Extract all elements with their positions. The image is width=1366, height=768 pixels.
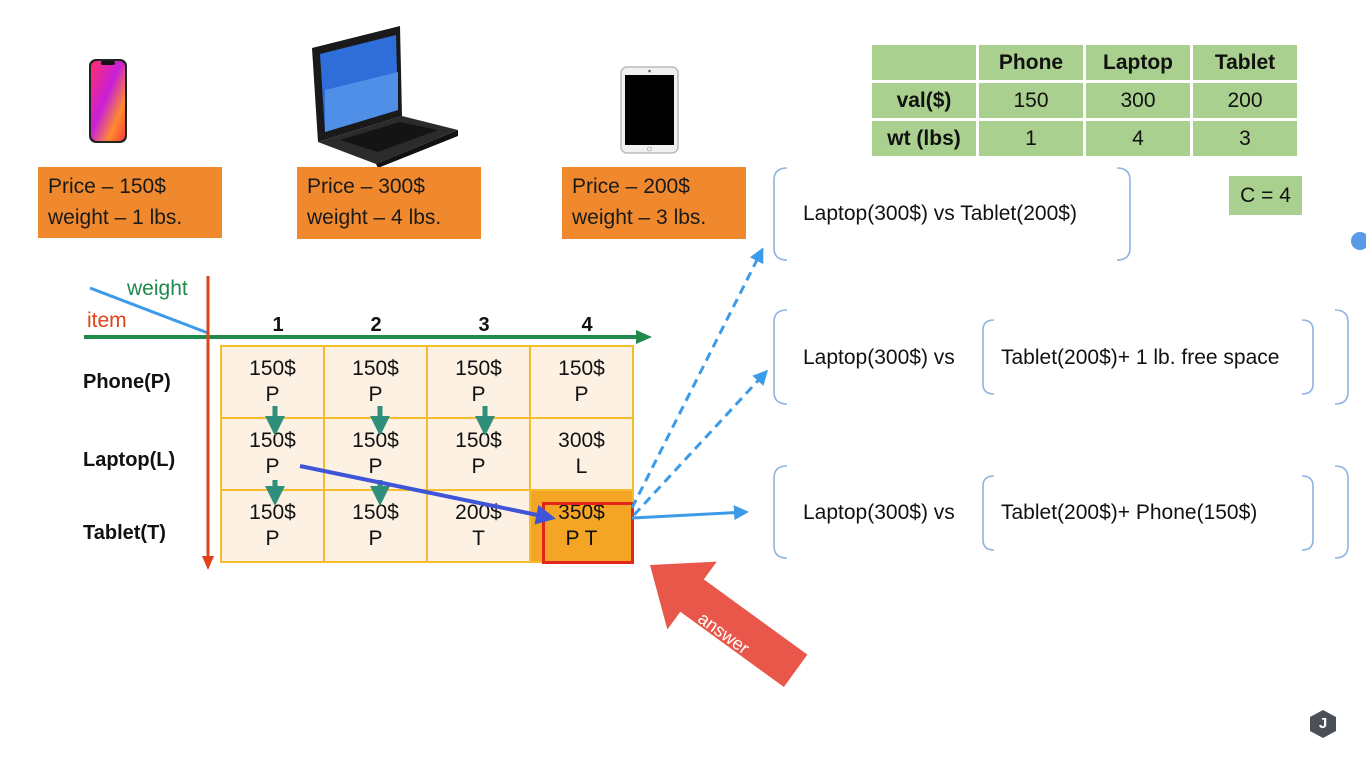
dp-cell: 150$ P: [220, 345, 325, 419]
item-table-cell: 200: [1190, 80, 1300, 121]
hexagon-icon: [1310, 710, 1336, 738]
phone-weight-text: weight – 1 lbs.: [48, 206, 183, 229]
tablet-image: [620, 66, 679, 154]
dp-row: 150$ P 150$ P 150$ P 150$ P: [220, 345, 634, 419]
dp-cell: 200$ T: [426, 489, 531, 563]
dp-cell-value: 150$: [455, 357, 502, 380]
item-table-row-label: wt (lbs): [869, 118, 979, 159]
dp-cell-items: P T: [565, 527, 598, 550]
dp-cell-items: P: [368, 527, 383, 550]
dp-cell: 150$ P: [426, 345, 531, 419]
dp-cell-items: T: [472, 527, 485, 550]
dp-cell-items: P: [265, 383, 280, 406]
item-table-cell: 150: [976, 80, 1086, 121]
axis-weight-label: weight: [127, 277, 188, 300]
diagonal-divider: [89, 286, 209, 335]
dp-cell-value: 150$: [455, 429, 502, 452]
laptop-price-text: Price – 300$: [307, 175, 425, 198]
column-header: 2: [370, 314, 382, 336]
dp-cell-items: P: [265, 527, 280, 550]
comparison-text-1: Laptop(300$) vs Tablet(200$): [803, 202, 1077, 225]
dp-cell: 150$ P: [323, 489, 428, 563]
item-table-header: Tablet: [1190, 42, 1300, 83]
item-table-cell: 1: [976, 118, 1086, 159]
item-table-row-label: val($): [869, 80, 979, 121]
item-value-weight-table: Phone Laptop Tablet val($) 150 300 200 w…: [869, 42, 1300, 159]
dp-cell-value: 150$: [249, 357, 296, 380]
dp-cell-items: P: [368, 383, 383, 406]
side-handle-icon[interactable]: [1351, 232, 1366, 250]
tablet-price-text: Price – 200$: [572, 175, 690, 198]
dp-cell-items: P: [368, 455, 383, 478]
weight-axis-arrowhead: [636, 330, 652, 344]
dp-cell-value: 150$: [352, 501, 399, 524]
comparison-text-2-right: Tablet(200$)+ 1 lb. free space: [1001, 346, 1280, 369]
dp-cell-value: 150$: [352, 429, 399, 452]
column-header: 3: [478, 314, 490, 336]
dp-cell-value: 300$: [558, 429, 605, 452]
column-header: 4: [581, 314, 593, 336]
item-table-corner: [869, 42, 979, 83]
comparison-text-3-left: Laptop(300$) vs: [803, 501, 955, 524]
item-axis-arrowhead: [202, 556, 214, 570]
laptop-image: [312, 26, 458, 168]
phone-image: [89, 59, 127, 143]
dp-cell: 150$ P: [323, 345, 428, 419]
dp-cell: 150$ P: [220, 489, 325, 563]
row-label-tablet: Tablet(T): [83, 522, 166, 544]
dp-cell: 150$ P: [426, 417, 531, 491]
dp-cell-value: 150$: [352, 357, 399, 380]
watermark-badge: J: [1308, 709, 1338, 739]
item-table-cell: 300: [1083, 80, 1193, 121]
dp-cell-items: L: [575, 455, 588, 478]
phone-price-box: Price – 150$ weight – 1 lbs.: [38, 167, 222, 238]
dp-cell: 300$ L: [529, 417, 634, 491]
dp-cell-items: P: [471, 383, 486, 406]
item-table-cell: 3: [1190, 118, 1300, 159]
item-table-header: Phone: [976, 42, 1086, 83]
watermark-letter: J: [1318, 715, 1328, 732]
item-table-row: val($) 150 300 200: [869, 80, 1300, 121]
capacity-badge: C = 4: [1229, 176, 1302, 215]
dp-cell-value: 200$: [455, 501, 502, 524]
comparison-text-3-right: Tablet(200$)+ Phone(150$): [1001, 501, 1258, 524]
item-table-row: wt (lbs) 1 4 3: [869, 118, 1300, 159]
tablet-price-box: Price – 200$ weight – 3 lbs.: [562, 167, 746, 239]
dp-cell: 150$ P: [529, 345, 634, 419]
item-table-header-row: Phone Laptop Tablet: [869, 42, 1300, 83]
row-label-phone: Phone(P): [83, 371, 171, 393]
dp-cell-items: P: [265, 455, 280, 478]
tablet-weight-text: weight – 3 lbs.: [572, 206, 707, 229]
comparison-text-2-left: Laptop(300$) vs: [803, 346, 955, 369]
dp-row: 150$ P 150$ P 150$ P 300$ L: [220, 417, 634, 491]
dp-cell-value: 150$: [249, 429, 296, 452]
laptop-price-box: Price – 300$ weight – 4 lbs.: [297, 167, 481, 239]
dp-cell-value: 150$: [249, 501, 296, 524]
dp-cell: 150$ P: [220, 417, 325, 491]
dp-cell-items: P: [471, 455, 486, 478]
item-table-cell: 4: [1083, 118, 1193, 159]
dp-cell-value: 150$: [558, 357, 605, 380]
row-label-laptop: Laptop(L): [83, 449, 176, 471]
laptop-weight-text: weight – 4 lbs.: [307, 206, 442, 229]
item-table-header: Laptop: [1083, 42, 1193, 83]
column-header: 1: [272, 314, 284, 336]
phone-price-text: Price – 150$: [48, 175, 166, 198]
dp-cell-items: P: [574, 383, 589, 406]
answer-highlight-box: [542, 502, 634, 564]
dp-cell-value: 350$: [558, 501, 605, 524]
axis-item-label: item: [87, 309, 127, 332]
dp-cell: 150$ P: [323, 417, 428, 491]
